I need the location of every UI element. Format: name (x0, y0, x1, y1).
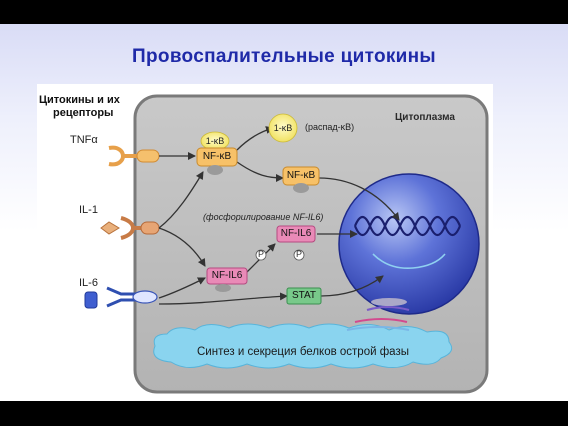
phospho-circle-1 (255, 249, 267, 261)
receptor-label-il6: IL-6 (79, 277, 98, 289)
legend-title-line1: Цитокины и их (39, 94, 120, 106)
synthesis-cloud (153, 323, 453, 369)
arrow-stat-to-nucleus (320, 275, 384, 297)
receptor-label-il1: IL-1 (79, 204, 98, 216)
cytoplasm-label: Цитоплазма (395, 112, 455, 123)
degradation-label: (распад-κB) (305, 122, 355, 132)
nfil6-shadow (215, 284, 231, 292)
stat-label: STAT (291, 290, 317, 301)
cytokine-pathway-diagram: Цитокины и их рецепторы TNFα IL-1 IL-6 Ц… (37, 84, 493, 398)
nfkb-complex-label: NF-κB (202, 151, 232, 162)
ribosome-strands (346, 298, 410, 331)
nfil6-bottom-label: NF-IL6 (211, 270, 243, 281)
il6-receptor (84, 286, 158, 309)
arrow-nfkb-to-nucleus (318, 177, 400, 221)
phospho-circle-2 (293, 249, 305, 261)
ikb-small-label: 1-κB (205, 136, 225, 146)
nfkb-free-shadow (293, 183, 309, 193)
phospho-label-2: P (295, 249, 302, 259)
diagram-graphics (84, 94, 489, 394)
synthesis-label: Синтез и секреция белков острой фазы (197, 346, 409, 358)
nfkb-shadow (207, 165, 223, 175)
arrow-to-nfkb-free (236, 161, 284, 182)
arrow-il1-to-nfil6 (158, 227, 206, 267)
legend-title-line2: рецепторы (53, 107, 114, 119)
bottom-black-bar (0, 401, 568, 426)
phosphorylation-label: (фосфорилирование NF-IL6) (203, 212, 324, 222)
slide-title: Провоспалительные цитокины (132, 46, 436, 67)
legend-title: Цитокины и их рецепторы (39, 94, 120, 120)
dna-helix (353, 215, 462, 237)
top-black-bar (0, 0, 568, 24)
nfil6-top-box (276, 225, 316, 243)
receptor-label-tnf: TNFα (70, 134, 98, 146)
arrow-il6-to-nfil6 (158, 277, 206, 299)
mrna-strand (372, 253, 446, 270)
nfkb-free-label: NF-κB (286, 170, 316, 181)
arrow-il1-to-nfkb (158, 171, 204, 229)
phospho-label-1: P (257, 249, 264, 259)
nucleus (338, 173, 480, 315)
stat-box (286, 287, 322, 305)
nfil6-top-label: NF-IL6 (280, 228, 312, 239)
ikb-released-node (268, 113, 298, 143)
ikb-released-label: 1-κB (273, 123, 293, 133)
arrow-il6-to-stat (158, 292, 288, 305)
nfil6-bottom-box (206, 267, 248, 285)
tnf-receptor (108, 145, 160, 167)
